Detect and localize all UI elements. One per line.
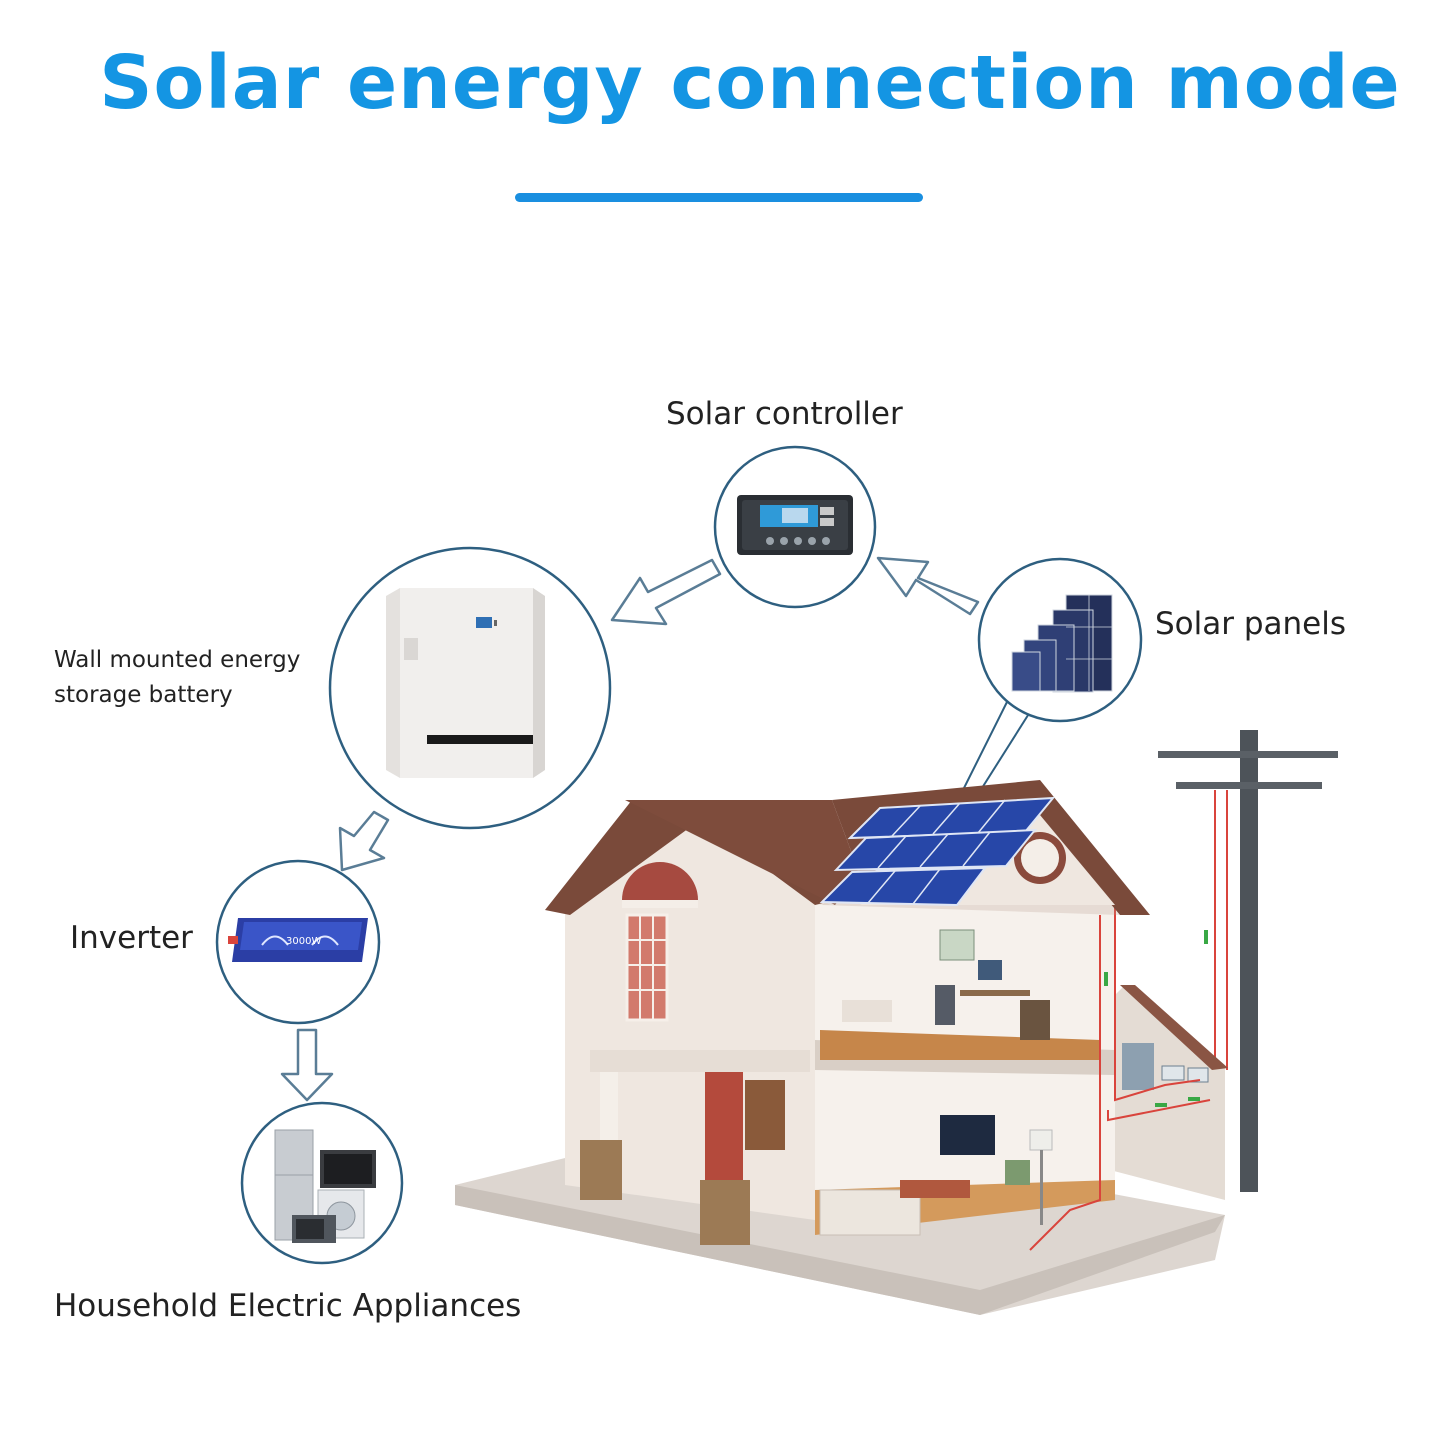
house-illustration: [455, 730, 1338, 1315]
wall-battery-icon: [386, 588, 545, 778]
battery-label-line2: storage battery: [54, 682, 233, 708]
page-title: Solar energy connection mode: [99, 40, 1401, 126]
solar-panels-icon: [1011, 594, 1113, 693]
solar-controller-label: Solar controller: [666, 396, 903, 432]
arrow-controller-to-battery: [610, 558, 722, 626]
roof-solar-panels: [819, 796, 1056, 907]
title-underline: [515, 193, 923, 202]
charge-controller-icon: [737, 495, 853, 555]
inverter-label: Inverter: [70, 920, 193, 956]
arrow-panels-to-controller: [876, 556, 980, 616]
appliances-icon: [274, 1129, 376, 1243]
battery-label-line1: Wall mounted energy: [54, 647, 301, 673]
inverter-icon: 3000W: [228, 918, 368, 962]
battery-label: Wall mounted energy storage battery: [54, 643, 300, 713]
solar-panels-label: Solar panels: [1155, 606, 1347, 642]
arrow-inverter-to-appliances: [280, 1028, 334, 1102]
inverter-rating: 3000W: [286, 936, 321, 947]
arrow-battery-to-inverter: [338, 810, 390, 872]
appliances-label: Household Electric Appliances: [54, 1288, 522, 1324]
